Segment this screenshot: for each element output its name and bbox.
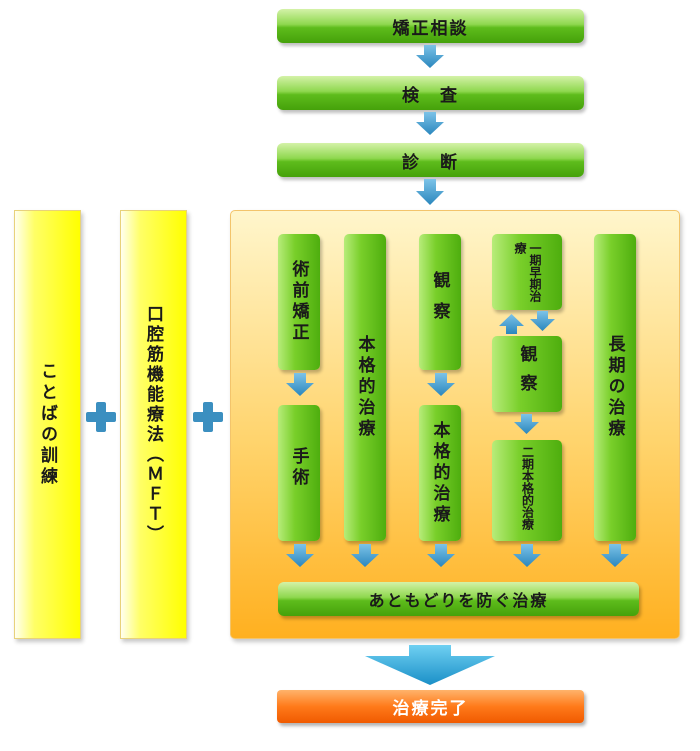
comprehensive-treatment-2: 本格的治療: [419, 405, 461, 541]
arrow-down-icon: [416, 179, 444, 205]
step-consultation-label: 矯正相談: [392, 18, 469, 39]
mft-column: 口腔筋機能療法（ＭＦＴ）: [120, 210, 187, 639]
step-examination: 検 査: [277, 76, 584, 110]
presurgical-label: 術前矯正: [288, 260, 309, 344]
long-term-treatment: 長期の治療: [594, 234, 636, 541]
observation2-label: 観察: [516, 345, 537, 403]
phase2-comprehensive-treatment: 二期本格的治療: [492, 440, 562, 541]
arrow-down-icon: [416, 45, 444, 68]
presurgical-orthodontics: 術前矯正: [278, 234, 320, 370]
phase1-early-treatment: 一期早期治療: [492, 234, 562, 310]
phase2-label: 二期本格的治療: [520, 445, 535, 530]
speech-training-label: ことばの訓練: [37, 361, 57, 488]
longterm-label: 長期の治療: [604, 335, 625, 440]
speech-training-column: ことばの訓練: [14, 210, 81, 639]
surgery: 手術: [278, 405, 320, 541]
early-label: 一期早期治療: [513, 242, 542, 302]
observation-label: 観察: [429, 271, 450, 333]
plus-icon: [193, 402, 223, 432]
mft-label: 口腔筋機能療法（ＭＦＴ）: [143, 304, 163, 545]
treatment-complete-label: 治療完了: [392, 699, 469, 719]
retention-treatment: あともどりを防ぐ治療: [278, 582, 639, 616]
surgery-label: 手術: [288, 447, 309, 489]
step-diagnosis: 診 断: [277, 143, 584, 177]
arrow-down-icon: [416, 112, 444, 135]
step-examination-label: 検 査: [402, 85, 459, 106]
retention-label: あともどりを防ぐ治療: [368, 591, 549, 610]
observation-2: 観察: [492, 336, 562, 412]
large-arrow-down-icon: [365, 645, 495, 685]
observation: 観察: [419, 234, 461, 370]
plus-icon: [86, 402, 116, 432]
step-diagnosis-label: 診 断: [402, 152, 459, 173]
comprehensive-treatment: 本格的治療: [344, 234, 386, 541]
comprehensive-label: 本格的治療: [354, 335, 375, 440]
comprehensive2-label: 本格的治療: [429, 420, 450, 526]
step-consultation: 矯正相談: [277, 9, 584, 43]
treatment-complete: 治療完了: [277, 690, 584, 723]
